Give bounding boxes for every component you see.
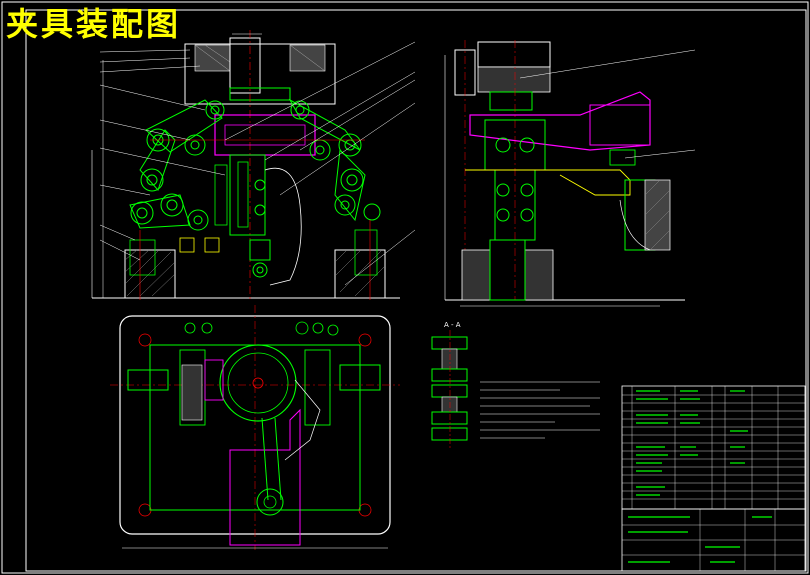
front-leaders bbox=[99, 41, 416, 286]
section-a-a bbox=[431, 330, 468, 450]
section-a-a-label: A - A bbox=[444, 321, 461, 329]
side-view bbox=[444, 40, 696, 307]
front-view bbox=[91, 30, 400, 300]
drawing-title: 夹具装配图 bbox=[6, 5, 182, 43]
top-view bbox=[110, 305, 400, 550]
parts-list bbox=[621, 385, 806, 572]
inner-frame bbox=[25, 9, 807, 572]
tech-notes bbox=[480, 381, 600, 439]
